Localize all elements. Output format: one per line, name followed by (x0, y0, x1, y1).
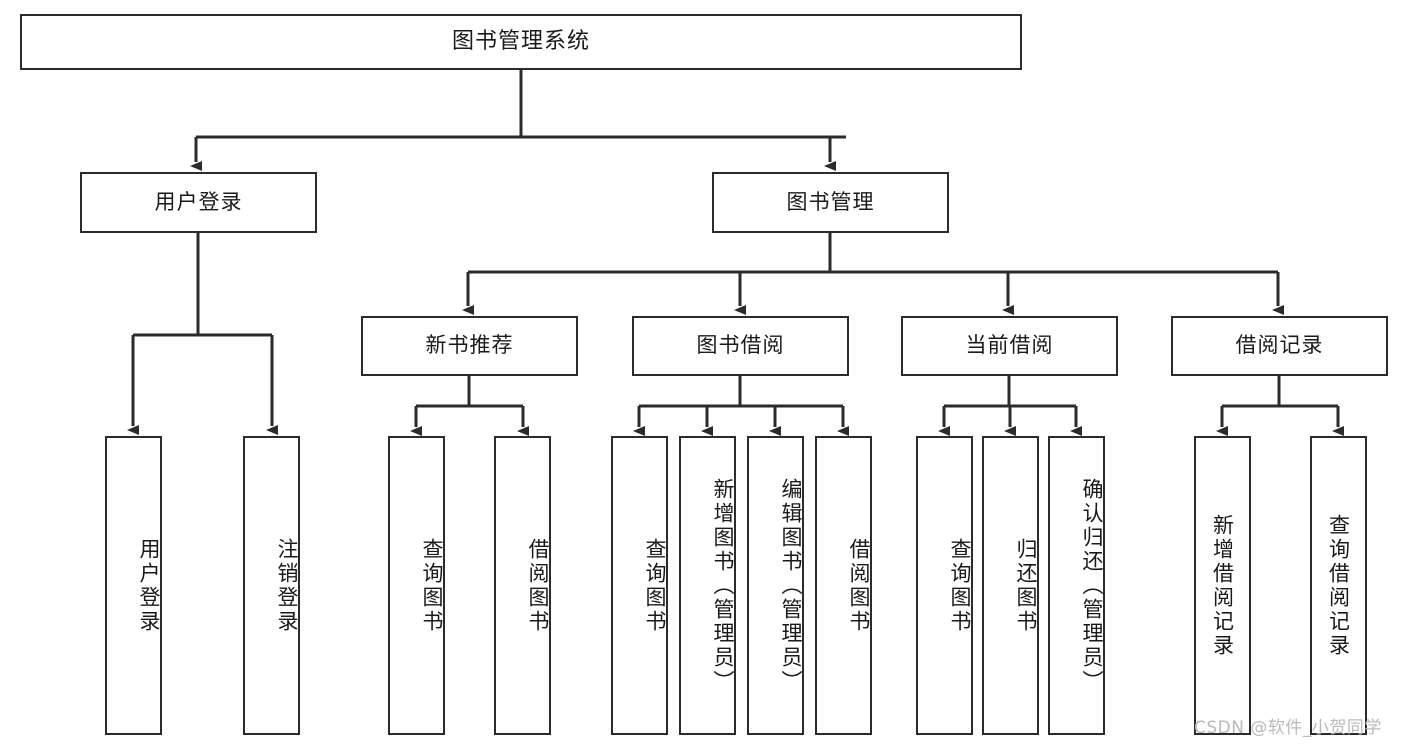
node-label: 图书借阅 (696, 333, 785, 358)
node-label: 新增图书（管理员） (711, 477, 735, 694)
node-leaf-borrow-book-recommend[interactable]: 借阅图书 (494, 436, 551, 735)
node-user-login[interactable]: 用户登录 (80, 172, 317, 233)
node-leaf-add-borrow-record[interactable]: 新增借阅记录 (1194, 436, 1251, 735)
node-leaf-add-book[interactable]: 新增图书（管理员） (679, 436, 736, 735)
csdn-watermark: CSDN @软件_小贺同学 (1194, 718, 1382, 738)
node-leaf-query-book-borrow[interactable]: 查询图书 (611, 436, 668, 735)
node-leaf-query-borrow-record[interactable]: 查询借阅记录 (1310, 436, 1367, 735)
node-label: 用户登录 (154, 189, 243, 214)
node-leaf-query-book-current[interactable]: 查询图书 (916, 436, 973, 735)
node-label: 借阅记录 (1235, 333, 1324, 358)
node-label: 图书管理系统 (451, 28, 590, 54)
node-label: 查询图书 (420, 537, 444, 634)
node-label: 确认归还（管理员） (1080, 477, 1104, 694)
node-label: 借阅图书 (526, 537, 550, 634)
node-label: 新增借阅记录 (1210, 513, 1235, 658)
node-current-borrow[interactable]: 当前借阅 (901, 316, 1118, 376)
node-leaf-logout-login[interactable]: 注销登录 (243, 436, 300, 735)
node-label: 当前借阅 (965, 333, 1054, 358)
node-leaf-query-book-recommend[interactable]: 查询图书 (388, 436, 445, 735)
node-label: 归还图书 (1014, 537, 1038, 634)
node-label: 编辑图书（管理员） (779, 477, 803, 694)
node-label: 注销登录 (275, 537, 299, 634)
node-leaf-return-book[interactable]: 归还图书 (982, 436, 1039, 735)
node-book-borrow[interactable]: 图书借阅 (632, 316, 849, 376)
node-label: 借阅图书 (847, 537, 871, 634)
node-borrow-record[interactable]: 借阅记录 (1171, 316, 1388, 376)
node-new-book-recommend[interactable]: 新书推荐 (361, 316, 578, 376)
node-label: 查询借阅记录 (1326, 513, 1351, 658)
node-leaf-edit-book[interactable]: 编辑图书（管理员） (747, 436, 804, 735)
node-leaf-borrow-book[interactable]: 借阅图书 (815, 436, 872, 735)
node-leaf-confirm-return[interactable]: 确认归还（管理员） (1048, 436, 1105, 735)
node-label: 图书管理 (786, 189, 875, 214)
node-label: 查询图书 (948, 537, 972, 634)
node-label: 用户登录 (137, 537, 161, 634)
node-book-manage[interactable]: 图书管理 (712, 172, 949, 233)
node-leaf-user-login[interactable]: 用户登录 (105, 436, 162, 735)
node-book-management-system[interactable]: 图书管理系统 (20, 14, 1022, 70)
node-label: 查询图书 (643, 537, 667, 634)
node-label: 新书推荐 (425, 333, 514, 358)
